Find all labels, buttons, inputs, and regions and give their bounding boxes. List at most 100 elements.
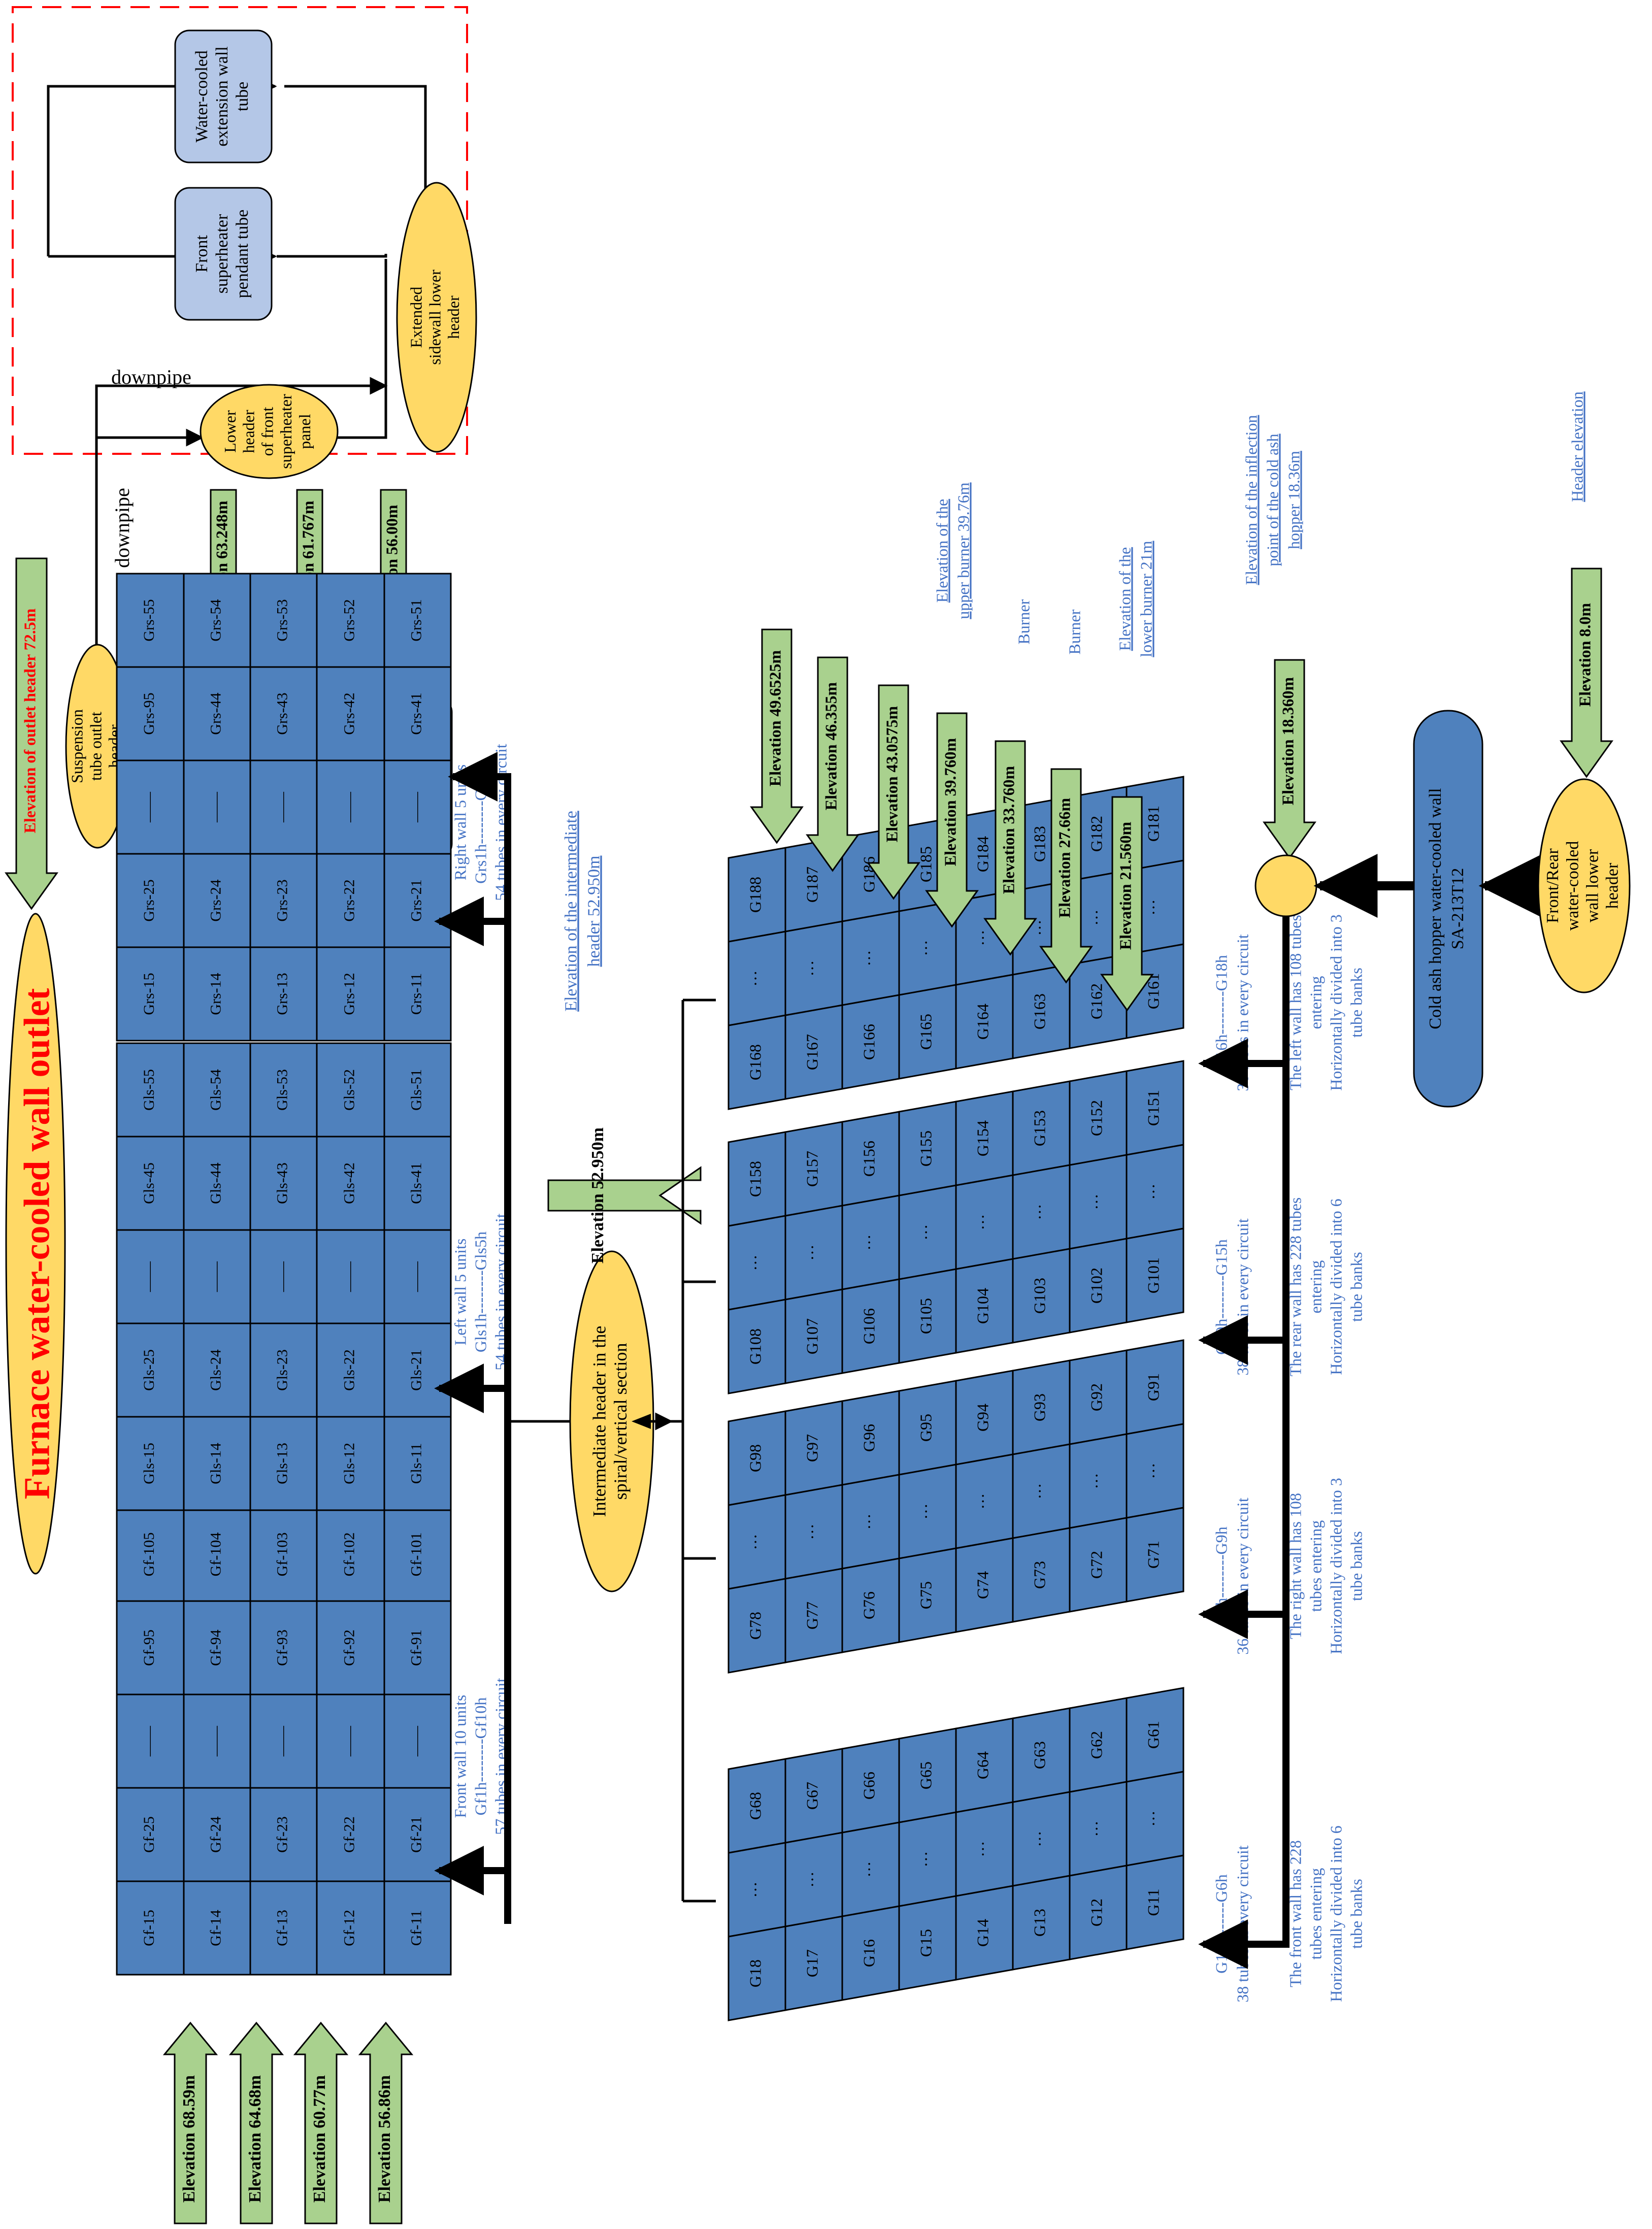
lower-grid-wall-note-line: tube banks (1347, 1879, 1365, 1949)
lower-grid-cell-label: ··· (803, 960, 821, 977)
burner-label: Burner (1065, 609, 1083, 654)
upper-grid-cell (249, 853, 318, 948)
intermediate-header-label-line: spiral/vertical section (610, 1343, 631, 1500)
upper-grid-cell-label: Gls-42 (341, 1162, 357, 1204)
lower-grid-cell-label: ··· (916, 940, 935, 956)
upper-grid-cell-label: Grs-22 (341, 879, 357, 921)
line-sh-to-box (277, 254, 387, 258)
lower-grid-wall-note-line: tube banks (1347, 968, 1365, 1038)
upper-grid-cell-label: Gf-13 (274, 1910, 290, 1946)
lower-grid-wall-note-line: tube banks (1347, 1252, 1365, 1322)
extended-sidewall-lower-header-label-line: header (444, 295, 462, 339)
upper-grid-cell (116, 1322, 185, 1418)
elevation-8-arrow (1560, 568, 1613, 778)
lower-grid-cell-label: G165 (916, 1014, 935, 1050)
upper-grid-cell-label: Gls-41 (408, 1162, 424, 1204)
lower-grid-cell-label: G73 (1030, 1561, 1048, 1589)
upper-grid-cell-label: Gf-11 (408, 1910, 424, 1946)
lower-grid-cell-label: G187 (803, 867, 821, 903)
downpipe-vertical-label: downpipe (111, 488, 134, 568)
lower-grid-cell-label: G183 (1030, 826, 1048, 862)
water-cooled-extension-box-label-line: extension wall (213, 46, 232, 146)
upper-grid-cell (316, 1693, 385, 1789)
lower-grid-cell-label: G18 (746, 1959, 764, 1987)
lower-elevation-label: Elevation 46.355m (821, 682, 840, 810)
upper-grid-cell-label: Gf-103 (274, 1533, 290, 1577)
upper-grid-cell (383, 1416, 452, 1511)
upper-grid-cell (316, 666, 385, 761)
front-rear-lower-header (1537, 778, 1631, 993)
burner-label: Burner (1014, 599, 1033, 644)
lower-grid-cell-label: ··· (746, 1255, 764, 1271)
lower-grid-cell-label: G152 (1087, 1100, 1105, 1136)
cold-ash-hopper-label-line: Cold ash hopper water-cooled wall (1426, 788, 1445, 1029)
ash-elevation-label: Elevation 18.360m (1278, 677, 1297, 805)
lower-grid-cell-label: ··· (860, 950, 878, 967)
thick-line-to-lower-grid-1 (1198, 909, 1290, 1969)
upper-grid-cell (116, 1880, 185, 1976)
lower-grid-cell-label: ··· (860, 1235, 878, 1251)
upper-grid-cell-label: Gf-22 (341, 1816, 357, 1853)
upper-grid-cell-label: Gls-13 (274, 1443, 290, 1484)
left-elevation-arrow (228, 2021, 284, 2224)
lower-grid-cell-label: G75 (916, 1581, 935, 1609)
lower-grid-notes-line: G1h--------G6h (1212, 1874, 1230, 1973)
lower-grid-cell-label: G151 (1144, 1090, 1162, 1126)
lower-grid-cell-label: G71 (1144, 1541, 1162, 1569)
upper-grid-cell-label: Grs-13 (274, 973, 290, 1015)
upper-grid-cell-label: —— (207, 791, 224, 823)
lower-grid-cell-label: G181 (1144, 806, 1162, 842)
lower-grid-notes-line: 38 tubes in every circuit (1233, 1845, 1251, 2002)
lower-grid-wall-note-line: Horizontally divided into 6 (1327, 1199, 1345, 1375)
upper-grid-cell-label: Gf-105 (141, 1533, 157, 1577)
upper-grid-cell-label: Gf-92 (341, 1629, 357, 1666)
upper-grid-cell (183, 759, 251, 855)
lower-grid-cell-label: G65 (916, 1761, 935, 1789)
lower-grid-cell (1126, 1339, 1184, 1435)
lower-grid-cell-label: G16 (860, 1939, 878, 1967)
line-ext-up (284, 85, 427, 203)
lower-front-superheater-header-label-line: of front (258, 407, 276, 456)
lower-grid-cell-label: G94 (973, 1404, 992, 1432)
upper-grid-cell-label: —— (207, 1261, 224, 1292)
lower-grid-cell-label: G11 (1144, 1889, 1162, 1916)
upper-grid-cell-label: Gls-11 (408, 1443, 424, 1484)
upper-grid-cell (249, 1322, 318, 1418)
lower-grid-cell-label: ··· (973, 1841, 992, 1857)
lower-grid-cell-label: ··· (1030, 1204, 1048, 1220)
lower-grid-cell-label: G157 (803, 1151, 821, 1187)
upper-grid-cell-label: Gls-55 (141, 1069, 157, 1111)
upper-grid-cell-label: Gls-54 (207, 1069, 224, 1111)
extended-sidewall-lower-header-label-line: Extended (407, 287, 425, 348)
left-elevation-arrow (358, 2021, 414, 2224)
upper-grid-cell-label: —— (274, 1261, 290, 1292)
suspension-tube-outlet-header-label-line: tube outlet (86, 712, 105, 781)
lower-grid-cell-label: ··· (746, 1882, 764, 1898)
cold-ash-hopper-label-line: SA-213T12 (1448, 868, 1467, 950)
upper-grid-cell-label: Grs-53 (274, 599, 290, 641)
upper-grid-cell-label: —— (207, 1725, 224, 1757)
ash-elevation-arrow (1263, 659, 1316, 859)
lower-grid-wall-note-line: tubes entering (1306, 1868, 1325, 1959)
ash-hopper-node (1254, 854, 1317, 917)
upper-grid-cell (116, 946, 185, 1042)
lower-grid-cell-label: G61 (1144, 1721, 1162, 1749)
upper-grid-cell-label: —— (274, 1725, 290, 1757)
lower-front-superheater-header-label-line: panel (295, 414, 314, 449)
lower-elevation-label: Elevation 43.0575m (882, 706, 901, 842)
left-elevation-arrow-label: Elevation 60.77m (310, 2075, 329, 2203)
front-superheater-box (174, 187, 273, 321)
lower-front-superheater-header-label-line: Lower (221, 410, 239, 453)
lower-grid-cell-label: G97 (803, 1434, 821, 1462)
upper-grid-cell (249, 1880, 318, 1976)
lower-grid-cell-label: ··· (1144, 1811, 1162, 1827)
lower-elevation-arrow (806, 656, 860, 872)
water-cooled-extension-box (174, 29, 273, 163)
